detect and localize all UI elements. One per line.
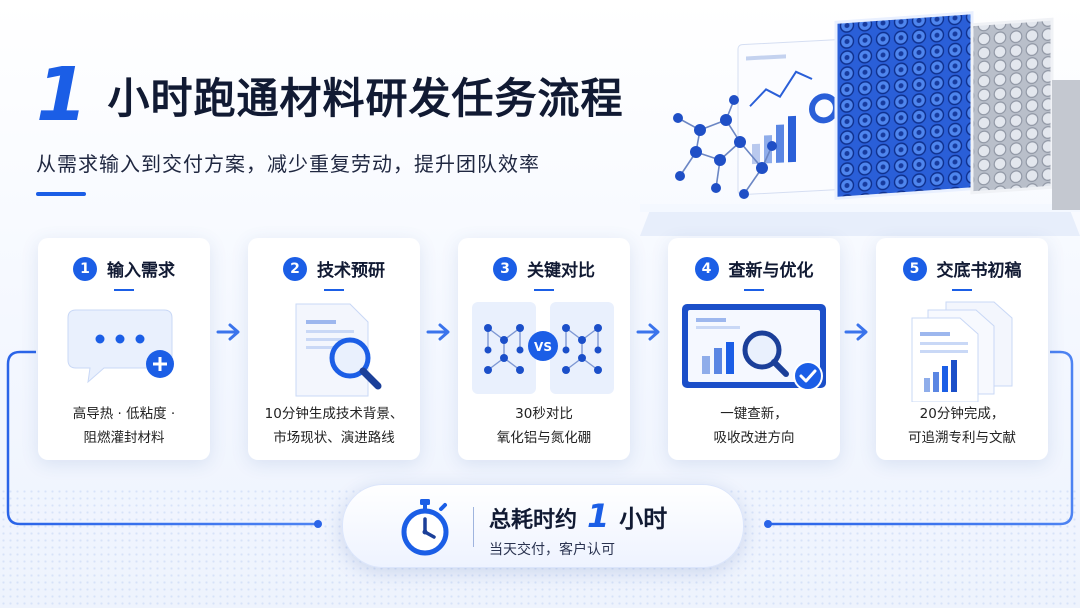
flow-arrow-icon (636, 323, 660, 341)
step-card-2: 2 技术预研 10分钟生成技术背景、 市场现状、演进路线 (248, 238, 420, 460)
title-number: 1 (36, 52, 88, 138)
summary-divider (473, 507, 474, 547)
step-description: 20分钟完成， 可追溯专利与文献 (880, 402, 1044, 450)
step-number-badge: 5 (902, 256, 927, 281)
step-description: 30秒对比 氧化铝与氮化硼 (462, 402, 626, 450)
desc-line-1: 高导热 · 低粘度 · (72, 406, 176, 422)
summary-main: 总耗时约 1 小时 (489, 499, 667, 534)
desc-line-2: 可追溯专利与文献 (908, 430, 1016, 446)
materials-hero-illustration (640, 11, 1080, 236)
document-magnifier-icon (295, 303, 382, 397)
step-title: 交底书初稿 (936, 261, 1022, 281)
stopwatch-icon (401, 499, 449, 556)
summary-unit: 小时 (619, 505, 668, 533)
desc-line-2: 吸收改进方向 (713, 430, 795, 446)
total-time-summary: 总耗时约 1 小时 当天交付，客户认可 (342, 484, 744, 568)
step-divider (114, 289, 134, 291)
vs-label: VS (534, 340, 552, 354)
title-underline (36, 192, 86, 196)
flow-arrow-icon (844, 323, 868, 341)
step-divider (744, 289, 764, 291)
step-title: 技术预研 (317, 261, 385, 281)
summary-note: 当天交付，客户认可 (489, 542, 615, 558)
molecule-compare-icon: VS (472, 302, 614, 394)
desc-line-1: 30秒对比 (515, 406, 573, 422)
desc-line-1: 20分钟完成， (919, 406, 1005, 422)
step-number-badge: 4 (694, 256, 719, 281)
step-title: 输入需求 (107, 261, 175, 281)
step-card-1: 1 输入需求 高导热 · 低粘度 · 阻燃灌封材料 (38, 238, 210, 460)
chat-bubble-plus-icon (67, 309, 174, 384)
step-number-badge: 3 (493, 256, 517, 281)
step-number-badge: 1 (73, 256, 97, 281)
flow-arrow-icon (216, 323, 240, 341)
step-description: 高导热 · 低粘度 · 阻燃灌封材料 (42, 402, 206, 450)
step-title: 关键对比 (527, 261, 595, 281)
step-card-5: 5 交底书初稿 20分钟完成， 可追溯专利与文献 (876, 238, 1048, 460)
step-description: 10分钟生成技术背景、 市场现状、演进路线 (252, 402, 416, 450)
step-title: 查新与优化 (728, 261, 814, 281)
step-number-badge: 2 (283, 256, 307, 281)
desc-line-1: 10分钟生成技术背景、 (264, 406, 404, 422)
documents-chart-icon (911, 301, 1013, 402)
monitor-search-check-icon (682, 304, 826, 391)
step-card-3: 3 关键对比 VS 30秒对比 氧化铝与氮化硼 (458, 238, 630, 460)
desc-line-1: 一键查新， (720, 406, 788, 422)
step-divider (534, 289, 554, 291)
title-text: 小时跑通材料研发任务流程 (107, 73, 624, 123)
flow-arrow-icon (426, 323, 450, 341)
step-card-4: 4 查新与优化 一键查新， 吸收改进方向 (668, 238, 840, 460)
page-title: 1 小时跑通材料研发任务流程 (36, 58, 624, 132)
summary-label: 总耗时约 (489, 508, 578, 533)
step-description: 一键查新， 吸收改进方向 (672, 402, 836, 450)
summary-value: 1 (587, 497, 610, 535)
step-divider (324, 289, 344, 291)
desc-line-2: 氧化铝与氮化硼 (496, 430, 592, 446)
step-divider (952, 289, 972, 291)
desc-line-2: 阻燃灌封材料 (83, 430, 165, 446)
desc-line-2: 市场现状、演进路线 (273, 430, 395, 446)
page-subtitle: 从需求输入到交付方案，减少重复劳动，提升团队效率 (36, 152, 540, 176)
